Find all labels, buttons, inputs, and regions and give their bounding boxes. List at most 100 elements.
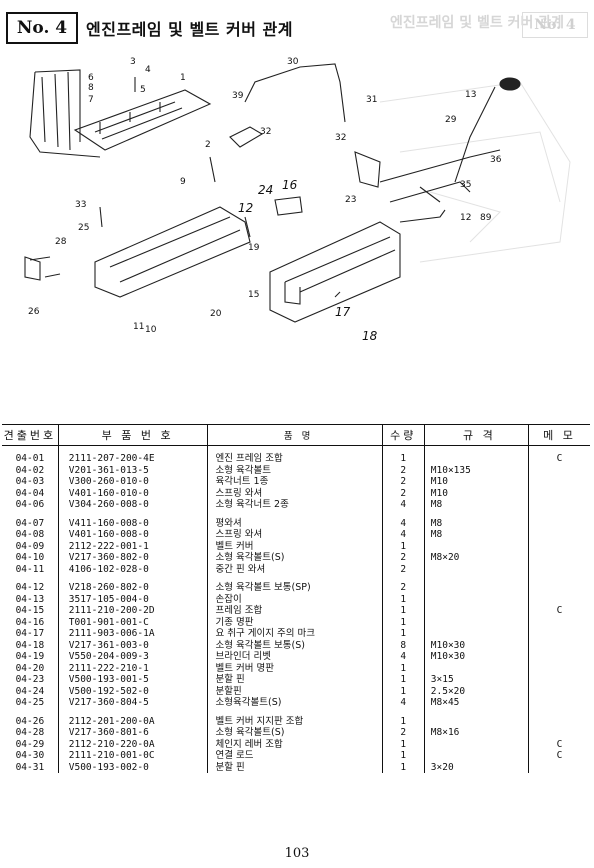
- cell-part: V300-260-010-0: [58, 476, 208, 488]
- spacer-cell: [382, 708, 425, 716]
- frame-bracket-drawing: [29, 69, 101, 158]
- cell-no: 04-28: [2, 727, 59, 739]
- cell-memo: [529, 476, 590, 488]
- cell-spec: [424, 582, 530, 594]
- header-part: 부 품 번 호: [58, 424, 208, 446]
- callout-13: 13: [465, 90, 476, 100]
- page-title: 엔진프레임 및 벨트 커버 관계: [86, 20, 293, 39]
- spacer-cell: [207, 510, 383, 518]
- cell-spec: M10×30: [424, 639, 530, 651]
- callout-4: 4: [145, 65, 151, 75]
- callout-10: 10: [145, 325, 157, 335]
- cell-qty: 1: [382, 662, 425, 674]
- cell-qty: 2: [382, 552, 425, 564]
- cell-qty: 2: [382, 464, 425, 476]
- callout-32a: 32: [260, 127, 271, 137]
- cell-memo: [529, 697, 590, 709]
- cell-name: 브라인더 리벳: [207, 651, 383, 663]
- cell-no: 04-06: [2, 499, 59, 511]
- engine-plate-drawing: [73, 89, 212, 151]
- cell-part: V500-193-002-0: [58, 761, 208, 773]
- cell-part: V217-360-801-6: [58, 727, 208, 739]
- cell-name: 평와셔: [207, 517, 383, 529]
- callout-28: 28: [55, 237, 67, 247]
- cell-name: 소형 육각볼트 보통(S): [207, 639, 383, 651]
- cell-no: 04-25: [2, 697, 59, 709]
- cell-memo: [529, 674, 590, 686]
- cell-spec: 2.5×20: [424, 685, 530, 697]
- spacer-cell: [58, 708, 208, 716]
- cell-no: 04-17: [2, 628, 59, 640]
- cell-memo: [529, 716, 590, 728]
- cell-part: V401-160-010-0: [58, 487, 208, 499]
- spacer-cell: [424, 445, 530, 453]
- cell-spec: [424, 738, 530, 750]
- cell-qty: 4: [382, 697, 425, 709]
- spacer-cell: [382, 575, 425, 582]
- cell-memo: [529, 582, 590, 594]
- callout-9: 9: [180, 177, 186, 187]
- cell-spec: M8: [424, 499, 530, 511]
- cell-part: V217-360-802-0: [58, 552, 208, 564]
- cell-no: 04-07: [2, 517, 59, 529]
- cell-spec: 3×15: [424, 674, 530, 686]
- cell-qty: 1: [382, 738, 425, 750]
- spacer-cell: [207, 708, 383, 716]
- cell-no: 04-31: [2, 761, 59, 773]
- cell-spec: M10×135: [424, 464, 530, 476]
- spacer-cell: [529, 446, 590, 454]
- spacer-cell: [529, 575, 590, 582]
- callout-16: 16: [282, 178, 298, 192]
- cell-memo: [529, 488, 590, 500]
- cell-memo: [529, 663, 590, 675]
- name-plate-drawing: [274, 196, 303, 216]
- callout-24: 24: [258, 183, 273, 197]
- exploded-parts-diagram: 1 2 3 4 5 6 7 8 9 10 11 12 12 13 15 16 1…: [0, 42, 594, 420]
- cell-name: 프레임 조합: [207, 605, 383, 617]
- cell-spec: M8: [424, 529, 530, 541]
- cell-memo: [529, 529, 590, 541]
- cell-name: 연결 로드: [207, 750, 383, 762]
- header-qty: 수량: [382, 424, 425, 446]
- cell-qty: 1: [382, 715, 425, 727]
- diagram-svg: 1 2 3 4 5 6 7 8 9 10 11 12 12 13 15 16 1…: [24, 57, 571, 343]
- callout-25: 25: [78, 223, 89, 233]
- page-number: 103: [284, 846, 310, 861]
- cell-spec: M8×45: [424, 697, 530, 709]
- spacer-cell: [58, 510, 208, 518]
- lever-knob-drawing: [499, 77, 521, 91]
- spacer-cell: [424, 510, 530, 518]
- bleed-through-number: No. 4: [522, 12, 588, 38]
- cell-name: 벨트 커버 지지판 조합: [207, 715, 383, 727]
- callout-7: 7: [88, 95, 94, 105]
- cell-part: 2111-207-200-4E: [58, 453, 208, 465]
- cell-memo: [529, 617, 590, 629]
- callout-29: 29: [445, 115, 457, 125]
- cell-name: 엔진 프레임 조합: [207, 453, 383, 465]
- cell-no: 04-23: [2, 674, 59, 686]
- cell-part: 3517-105-004-0: [58, 593, 208, 605]
- cell-qty: 1: [382, 628, 425, 640]
- table-header-row: 견출번호 부 품 번 호 품 명 수량 규 격 메 모: [2, 424, 590, 446]
- cell-qty: 4: [382, 651, 425, 663]
- cell-name: 기종 명판: [207, 616, 383, 628]
- callout-18: 18: [362, 329, 378, 343]
- cell-qty: 4: [382, 517, 425, 529]
- cell-part: 2112-210-220-0A: [58, 738, 208, 750]
- spacer-cell: [424, 575, 530, 582]
- cell-qty: 1: [382, 761, 425, 773]
- cell-no: 04-18: [2, 639, 59, 651]
- group-spacer: [2, 510, 590, 518]
- callout-12b: 12: [238, 201, 253, 215]
- cell-memo: C: [556, 750, 563, 761]
- cell-part: V201-361-013-5: [58, 464, 208, 476]
- cell-part: V217-360-804-5: [58, 697, 208, 709]
